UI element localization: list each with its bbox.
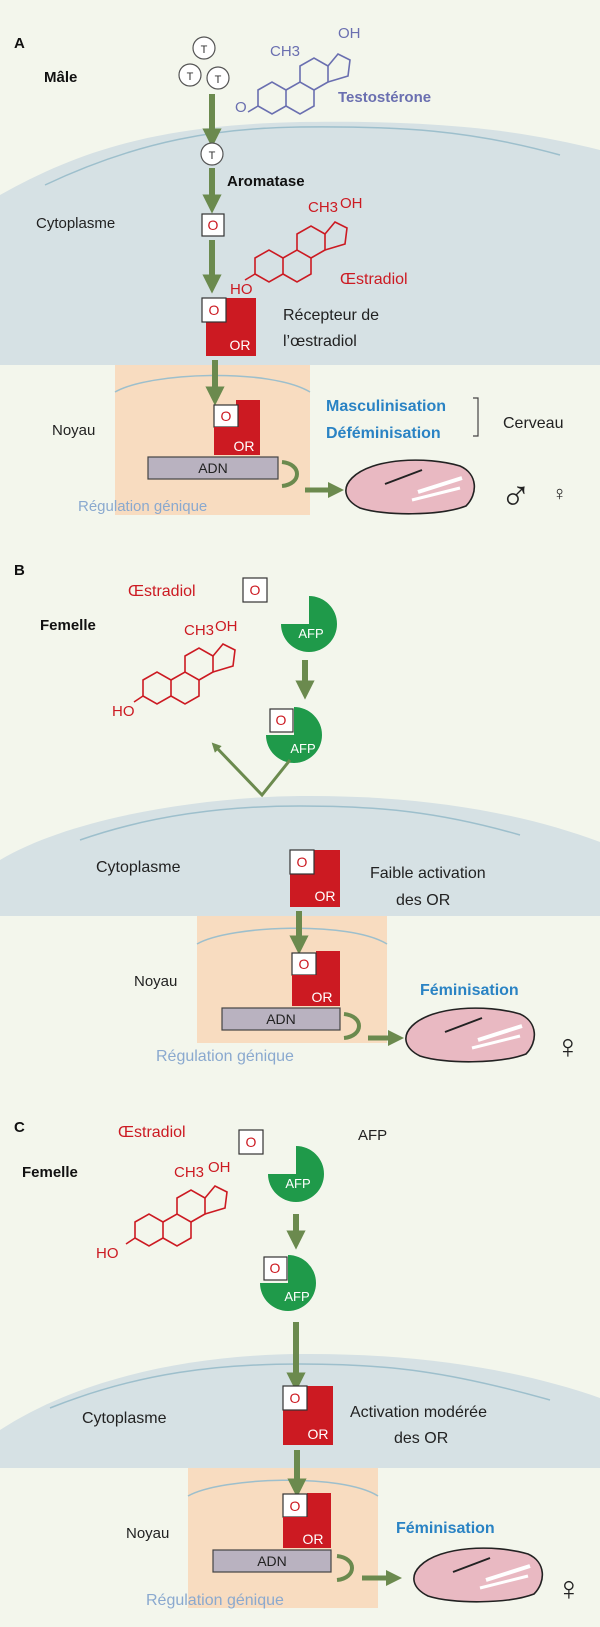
estradiol-oh: OH xyxy=(340,195,363,212)
nucleus-label: Noyau xyxy=(126,1525,169,1542)
receptor-label-line2: l’œstradiol xyxy=(283,333,357,350)
female-symbol: ♀ xyxy=(555,1028,581,1066)
panel-b: B Femelle Œstradiol O CH3 OH HO AFP O AF… xyxy=(0,562,600,1066)
estradiol-token: O xyxy=(299,956,310,972)
brain-illustration xyxy=(345,459,476,515)
activation-label-line2: des OR xyxy=(394,1430,448,1447)
estradiol-label: Œstradiol xyxy=(118,1124,186,1141)
panel-a: A Mâle T T T CH3 OH O Testostérone T Aro… xyxy=(0,25,600,519)
receptor-or-label: OR xyxy=(308,1426,329,1442)
estradiol-ch3: CH3 xyxy=(308,199,338,216)
aromatase-label: Aromatase xyxy=(227,173,305,190)
estradiol-oh: OH xyxy=(215,618,238,635)
estradiol-token: O xyxy=(276,712,287,728)
estradiol-oh: OH xyxy=(208,1159,231,1176)
testosterone-oh: OH xyxy=(338,25,361,42)
estradiol-ho: HO xyxy=(112,703,135,720)
dna-label: ADN xyxy=(266,1011,296,1027)
male-symbol: ♂ xyxy=(500,472,532,519)
receptor-or-label: OR xyxy=(230,337,251,353)
afp-protein xyxy=(268,1146,324,1202)
estradiol-ho: HO xyxy=(96,1245,119,1262)
estradiol-ch3: CH3 xyxy=(184,622,214,639)
estradiol-token: O xyxy=(246,1134,257,1150)
receptor-or-label: OR xyxy=(234,438,255,454)
afp-free-label: AFP xyxy=(358,1127,387,1144)
estradiol-token: O xyxy=(270,1260,281,1276)
afp-protein xyxy=(260,1255,316,1311)
estradiol-token: O xyxy=(250,582,261,598)
female-symbol: ♀ xyxy=(552,483,567,505)
estradiol-label: Œstradiol xyxy=(340,271,408,288)
afp-protein xyxy=(281,596,337,652)
feminisation-label: Féminisation xyxy=(396,1520,495,1537)
estradiol-token: O xyxy=(290,1390,301,1406)
female-symbol: ♀ xyxy=(556,1570,582,1608)
estradiol-token: O xyxy=(208,217,219,233)
brain-illustration xyxy=(413,1547,544,1603)
activation-label-line1: Activation modérée xyxy=(350,1404,487,1421)
estradiol-molecule xyxy=(133,643,236,705)
cytoplasm-label: Cytoplasme xyxy=(82,1410,167,1427)
panel-letter: B xyxy=(14,562,25,579)
sex-label: Femelle xyxy=(22,1164,78,1181)
receptor-or-label: OR xyxy=(312,989,333,1005)
gene-regulation-label: Régulation génique xyxy=(156,1048,294,1065)
estradiol-molecule xyxy=(244,221,348,283)
panel-c: C Femelle Œstradiol O CH3 OH HO AFP AFP … xyxy=(0,1119,600,1609)
estradiol-token: O xyxy=(297,854,308,870)
defeminisation-label: Déféminisation xyxy=(326,425,441,442)
feminisation-label: Féminisation xyxy=(420,982,519,999)
activation-label-line1: Faible activation xyxy=(370,865,486,882)
estradiol-ch3: CH3 xyxy=(174,1164,204,1181)
nucleus-label: Noyau xyxy=(134,973,177,990)
panel-letter: A xyxy=(14,35,25,52)
afp-label: AFP xyxy=(285,1176,310,1191)
testosterone-token: T xyxy=(215,74,222,86)
dna-label: ADN xyxy=(198,460,228,476)
receptor-label-line1: Récepteur de xyxy=(283,307,379,324)
estradiol-ho: HO xyxy=(230,281,253,298)
testosterone-token: T xyxy=(201,44,208,56)
testosterone-label: Testostérone xyxy=(338,89,431,106)
estradiol-token: O xyxy=(209,302,220,318)
afp-label: AFP xyxy=(290,741,315,756)
testosterone-molecule xyxy=(247,53,351,115)
brain-label: Cerveau xyxy=(503,415,563,432)
gene-regulation-label: Régulation génique xyxy=(146,1592,284,1609)
estradiol-token: O xyxy=(221,408,232,424)
gene-regulation-label: Régulation génique xyxy=(78,498,207,515)
cytoplasm-shape xyxy=(0,121,600,365)
testosterone-ch3: CH3 xyxy=(270,43,300,60)
dna-label: ADN xyxy=(257,1553,287,1569)
testosterone-o: O xyxy=(235,99,247,116)
afp-label: AFP xyxy=(284,1289,309,1304)
estradiol-label: Œstradiol xyxy=(128,583,196,600)
testosterone-token: T xyxy=(209,150,216,162)
estradiol-token: O xyxy=(290,1498,301,1514)
afp-protein xyxy=(266,707,322,763)
masculinisation-label: Masculinisation xyxy=(326,398,446,415)
nucleus-label: Noyau xyxy=(52,422,95,439)
receptor-or-label: OR xyxy=(315,888,336,904)
brain-illustration xyxy=(405,1007,536,1063)
cytoplasm-label: Cytoplasme xyxy=(36,215,115,232)
cytoplasm-label: Cytoplasme xyxy=(96,859,181,876)
estradiol-molecule xyxy=(125,1185,228,1247)
sex-label: Mâle xyxy=(44,69,77,86)
afp-label: AFP xyxy=(298,626,323,641)
receptor-or-label: OR xyxy=(303,1531,324,1547)
activation-label-line2: des OR xyxy=(396,892,450,909)
panel-letter: C xyxy=(14,1119,25,1136)
sex-label: Femelle xyxy=(40,617,96,634)
testosterone-token: T xyxy=(187,71,194,83)
